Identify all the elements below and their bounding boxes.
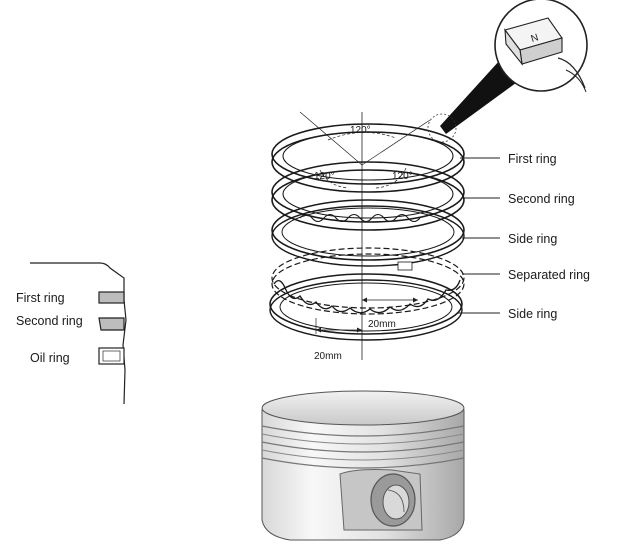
ring-second-end-inner [565,69,587,93]
piston-icon [261,390,465,541]
ring-end-side [504,28,523,66]
ring-groove-1b [261,433,465,445]
angle-label-right: 120° [392,171,413,182]
angle-guide-right [361,119,431,166]
ring-groove-3 [261,457,465,469]
section-label-oil-ring: Oil ring [30,351,70,365]
second-ring [271,161,465,231]
first-ring-section [98,291,125,304]
section-label-first-ring: First ring [16,291,65,305]
gap-highlight-circle [427,113,457,143]
dim-arrows-lower [316,327,362,333]
section-label-second-ring: Second ring [16,314,83,328]
second-ring-section [98,317,125,331]
angle-arc-top [327,132,397,141]
piston-pin-hole [382,484,410,520]
oil-ring-section [98,347,125,365]
ring-callouts: First ring Second ring Side ring Separat… [458,152,590,321]
label-separated-ring: Separated ring [508,268,590,282]
piston-crown [261,390,465,426]
label-first-ring: First ring [508,152,557,166]
pin-hole-shade [387,489,405,513]
label-second-ring: Second ring [508,192,575,206]
label-side-ring-bottom: Side ring [508,307,557,321]
dim-label-lower: 20mm [314,351,342,362]
ring-groove-1 [261,425,465,437]
piston-section-outline [30,262,127,405]
expander-wave-back [299,213,421,223]
angle-guide-left [299,111,363,166]
ring-groove-2 [261,441,465,453]
first-ring [271,113,465,193]
label-side-ring-top: Side ring [508,232,557,246]
side-ring-bottom [269,273,463,341]
ring-groove-2b [261,449,465,461]
side-ring-top [271,199,465,267]
magnifier-pointer [440,60,520,134]
angle-arc-left [319,169,349,189]
angle-label-top: 120° [350,125,371,136]
oil-ring-inner [102,350,121,362]
expander-wave-front [273,279,461,314]
separated-ring [271,247,465,315]
magnifier-detail-icon: N [440,0,588,134]
ring-mark-text: N [530,32,540,45]
dim-label-upper: 20mm [368,319,396,330]
ring-second-end [557,57,586,89]
separated-gap [397,261,413,271]
ring-stack [269,111,465,360]
ring-groove-section: First ring Second ring Oil ring [16,262,127,405]
angle-label-left: 120° [314,171,335,182]
